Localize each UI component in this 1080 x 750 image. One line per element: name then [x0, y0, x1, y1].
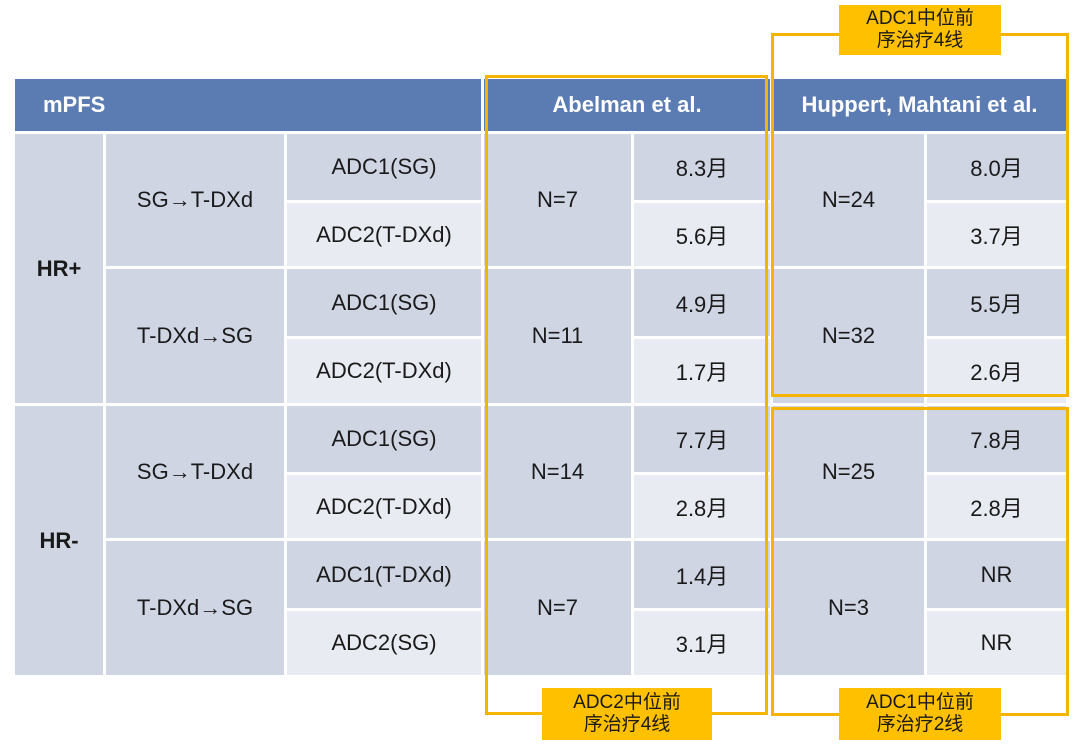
line-cell: ADC2(T-DXd): [287, 203, 481, 266]
study2-value-cell: 2.8月: [927, 475, 1066, 538]
study2-n-cell: N=24: [773, 134, 924, 266]
study1-value-cell: 2.8月: [634, 475, 770, 538]
study2-n-cell: N=25: [773, 406, 924, 538]
study1-n-cell: N=11: [484, 269, 631, 403]
study2-value-cell: 5.5月: [927, 269, 1066, 336]
study2-n-cell: N=32: [773, 269, 924, 403]
study1-value-cell: 3.1月: [634, 611, 770, 675]
study2-value-cell: NR: [927, 541, 1066, 608]
study2-bottom-highlight-frame: [771, 407, 1069, 716]
study1-highlight-frame: [485, 75, 768, 715]
study1-value-cell: 7.7月: [634, 406, 770, 472]
study2-value-cell: 7.8月: [927, 406, 1066, 472]
note-line: ADC1中位前: [866, 8, 974, 29]
study1-value-cell: 1.4月: [634, 541, 770, 608]
study1-note-tag: ADC2中位前 序治疗4线: [542, 688, 712, 740]
study2-n-cell: N=3: [773, 541, 924, 675]
header-study1: Abelman et al.: [484, 79, 770, 131]
study2-top-note-tag: ADC1中位前 序治疗4线: [839, 5, 1001, 55]
study1-value-cell: 1.7月: [634, 339, 770, 403]
sequence-cell: SG→T-DXd: [106, 134, 284, 266]
study1-value-cell: 8.3月: [634, 134, 770, 200]
study2-top-highlight-frame: [771, 33, 1069, 397]
header-metric: mPFS: [15, 79, 481, 131]
note-line: 序治疗2线: [876, 714, 964, 735]
note-line: ADC2中位前: [573, 692, 681, 713]
line-cell: ADC2(T-DXd): [287, 475, 481, 538]
line-cell: ADC2(SG): [287, 611, 481, 675]
study2-value-cell: 3.7月: [927, 203, 1066, 266]
study2-value-cell: 2.6月: [927, 339, 1066, 403]
sequence-cell: T-DXd→SG: [106, 269, 284, 403]
note-line: 序治疗4线: [583, 714, 671, 735]
study1-n-cell: N=14: [484, 406, 631, 538]
study2-value-cell: 8.0月: [927, 134, 1066, 200]
line-cell: ADC1(SG): [287, 406, 481, 472]
header-study2: Huppert, Mahtani et al.: [773, 79, 1066, 131]
line-cell: ADC2(T-DXd): [287, 339, 481, 403]
study1-n-cell: N=7: [484, 134, 631, 266]
note-line: 序治疗4线: [876, 30, 964, 51]
study1-value-cell: 5.6月: [634, 203, 770, 266]
study2-value-cell: NR: [927, 611, 1066, 675]
sequence-cell: T-DXd→SG: [106, 541, 284, 675]
study2-bottom-note-tag: ADC1中位前 序治疗2线: [839, 688, 1001, 740]
line-cell: ADC1(T-DXd): [287, 541, 481, 608]
line-cell: ADC1(SG): [287, 134, 481, 200]
hr-group-cell: HR-: [15, 406, 103, 675]
hr-group-cell: HR+: [15, 134, 103, 403]
line-cell: ADC1(SG): [287, 269, 481, 336]
note-line: ADC1中位前: [866, 692, 974, 713]
study1-n-cell: N=7: [484, 541, 631, 675]
study1-value-cell: 4.9月: [634, 269, 770, 336]
sequence-cell: SG→T-DXd: [106, 406, 284, 538]
